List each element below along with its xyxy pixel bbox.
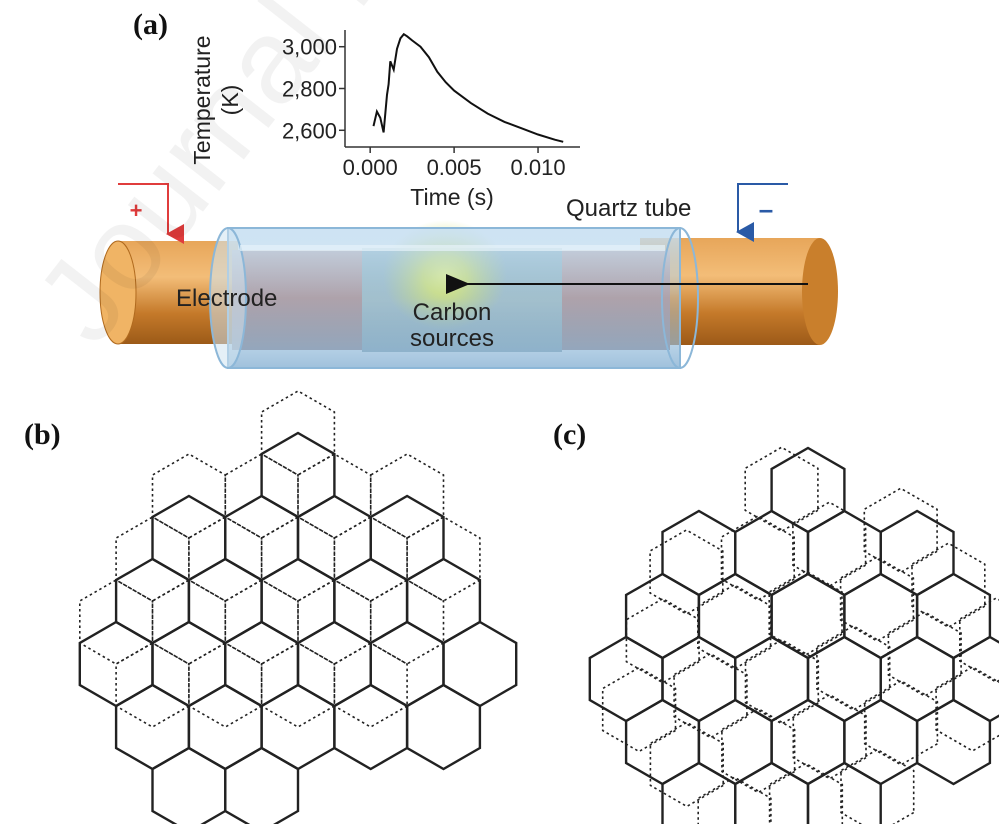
dashed-hexagon bbox=[260, 390, 336, 476]
rotated-dashed-hexagon bbox=[768, 570, 843, 656]
electrode-label: Electrode bbox=[176, 285, 277, 312]
inset-y-label: Temperature (K) bbox=[189, 35, 243, 164]
carbon-label-line1: Carbon bbox=[413, 299, 492, 326]
dashed-hexagon bbox=[188, 642, 263, 728]
solid-hexagon bbox=[806, 761, 882, 824]
carbon-label-line2: sources bbox=[410, 325, 494, 352]
dashed-hexagon bbox=[297, 579, 372, 665]
rotated-dashed-hexagon bbox=[720, 515, 796, 602]
dashed-hexagon bbox=[406, 516, 481, 602]
panel-c-label: (c) bbox=[553, 418, 586, 451]
y-tick-label: 2,800 bbox=[282, 77, 337, 102]
solid-hexagon bbox=[260, 683, 336, 771]
negative-terminal: – bbox=[736, 183, 788, 242]
plus-sign: + bbox=[130, 198, 143, 223]
solid-hexagon bbox=[879, 509, 955, 597]
rotated-dashed-hexagon bbox=[839, 556, 915, 643]
rotated-dashed-hexagon bbox=[744, 638, 820, 725]
y-axis-label-line2: (K) bbox=[217, 85, 243, 116]
dashed-hexagon bbox=[224, 453, 299, 539]
temperature-inset-plot: Temperature (K) 2,600 2,800 3,000 0.000 0.00… bbox=[189, 30, 580, 210]
solid-hexagon bbox=[661, 761, 737, 824]
solid-hexagon bbox=[405, 683, 482, 771]
solid-hexagon bbox=[697, 698, 773, 786]
dashed-hexagon bbox=[260, 516, 336, 602]
rotated-dashed-hexagon bbox=[697, 776, 772, 824]
dashed-hexagon bbox=[188, 516, 263, 602]
rotated-dashed-hexagon bbox=[863, 487, 938, 574]
solid-hexagon bbox=[843, 698, 919, 786]
rotated-dashed-hexagon bbox=[816, 624, 891, 711]
dashed-hexagon bbox=[369, 453, 445, 539]
dashed-hexagon bbox=[151, 453, 227, 539]
x-tick-label: 0.005 bbox=[427, 155, 482, 180]
y-tick-label: 2,600 bbox=[282, 118, 337, 143]
rotated-dashed-hexagon bbox=[768, 762, 844, 824]
dashed-hexagon bbox=[151, 579, 227, 665]
solid-hexagon bbox=[624, 572, 701, 660]
quartz-tube bbox=[209, 227, 699, 369]
dashed-hexagon bbox=[260, 642, 336, 728]
rotated-dashed-hexagon bbox=[887, 611, 962, 697]
solid-hexagon bbox=[588, 635, 664, 723]
quartz-tube-diagram: + – Quartz tube Electrode Carbon sources bbox=[99, 183, 838, 369]
panel-a-label: (a) bbox=[133, 8, 168, 41]
positive-terminal: + bbox=[118, 183, 184, 244]
solid-hexagon bbox=[915, 698, 992, 786]
rotated-dashed-hexagon bbox=[792, 501, 867, 588]
dashed-hexagon bbox=[369, 579, 445, 665]
solid-hexagon bbox=[78, 620, 154, 708]
dashed-hexagon bbox=[333, 516, 408, 602]
solid-hexagon bbox=[806, 635, 882, 723]
solid-hexagon bbox=[806, 509, 882, 597]
y-tick-label: 3,000 bbox=[282, 35, 337, 60]
rotated-dashed-hexagon bbox=[649, 529, 724, 615]
rotated-dashed-hexagon bbox=[649, 721, 725, 808]
dashed-hexagon bbox=[224, 579, 299, 665]
x-tick-label: 0.010 bbox=[511, 155, 566, 180]
panel-b-label: (b) bbox=[24, 418, 61, 451]
solid-hexagon bbox=[661, 509, 737, 597]
solid-hexagon bbox=[843, 572, 919, 660]
x-tick-label: 0.000 bbox=[343, 155, 398, 180]
dashed-hexagon bbox=[115, 516, 190, 602]
solid-hexagon bbox=[333, 683, 409, 771]
solid-hexagon bbox=[915, 572, 992, 660]
solid-hexagon bbox=[114, 683, 191, 771]
solid-hexagon bbox=[879, 635, 955, 723]
dashed-hexagon bbox=[333, 642, 408, 728]
minus-sign: – bbox=[759, 194, 773, 224]
rotated-dashed-hexagon bbox=[744, 446, 819, 533]
dashed-hexagon bbox=[297, 453, 372, 539]
solid-hexagon bbox=[442, 620, 518, 708]
quartz-tube-label: Quartz tube bbox=[566, 195, 691, 222]
solid-hexagon bbox=[770, 446, 846, 534]
rotated-dashed-hexagon bbox=[721, 707, 796, 794]
rotated-dashed-hexagon bbox=[673, 652, 748, 739]
dashed-hexagon bbox=[79, 579, 154, 665]
solid-hexagon bbox=[770, 698, 846, 786]
rotated-dashed-hexagon bbox=[601, 666, 677, 753]
rotated-dashed-hexagon bbox=[863, 679, 939, 766]
solid-hexagon bbox=[624, 698, 701, 786]
solid-hexagon bbox=[187, 683, 263, 771]
aa-stacked-hexagonal-lattice bbox=[78, 390, 518, 824]
y-axis-label-line1: Temperature bbox=[189, 35, 215, 164]
rotated-dashed-hexagon bbox=[792, 693, 867, 780]
solid-hexagon bbox=[151, 746, 227, 824]
rotated-dashed-hexagon bbox=[840, 748, 915, 824]
dashed-hexagon bbox=[115, 642, 190, 728]
inset-ticks: 2,600 2,800 3,000 0.000 0.005 0.010 bbox=[282, 35, 566, 180]
solid-hexagon bbox=[224, 746, 300, 824]
temperature-series-line bbox=[372, 32, 564, 143]
rotated-hexagonal-lattice bbox=[588, 446, 999, 824]
rotated-dashed-hexagon bbox=[911, 542, 986, 629]
x-axis-label: Time (s) bbox=[410, 184, 493, 210]
